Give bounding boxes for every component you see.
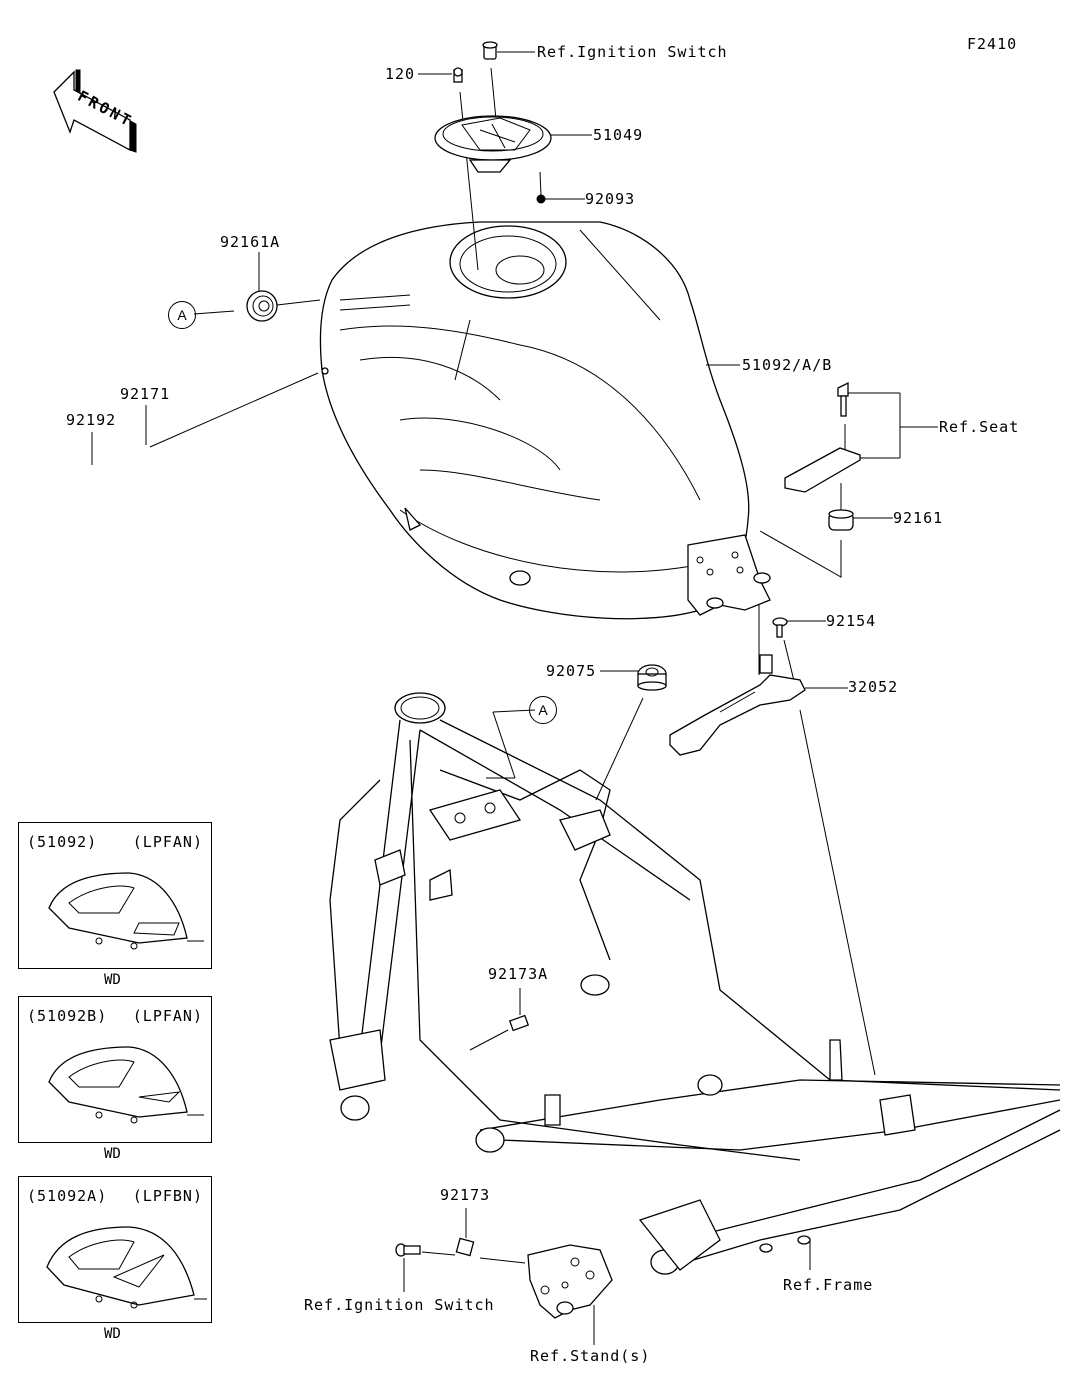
part-92161-label[interactable]: 92161 — [893, 509, 944, 527]
bracket-32052 — [669, 654, 876, 1076]
ref-frame-label[interactable]: Ref.Frame — [783, 1276, 874, 1294]
part-92093-label[interactable]: 92093 — [585, 190, 636, 208]
fuel-tank-51092 — [319, 221, 771, 620]
part-92192-label[interactable]: 92192 — [66, 411, 117, 429]
collar-92173A — [469, 988, 530, 1051]
bolt-92154 — [758, 605, 826, 686]
part-92173A-label[interactable]: 92173A — [488, 965, 549, 983]
screw-120 — [418, 67, 479, 271]
part-120-label[interactable]: 120 — [385, 65, 416, 83]
grommet-92161A — [193, 252, 321, 322]
inset-part-number: (51092A) — [27, 1187, 108, 1205]
part-51092-a-b-label[interactable]: 51092/A/B — [742, 356, 833, 374]
ignition-switch-bolt-bottom — [395, 1243, 421, 1292]
ref-seat-label[interactable]: Ref.Seat — [939, 418, 1020, 436]
damper-92161 — [759, 509, 893, 578]
frame-ref — [329, 692, 1061, 1275]
tank-variant-graphic — [48, 1046, 204, 1124]
ref-ignition-switch-top-label[interactable]: Ref.Ignition Switch — [537, 43, 728, 61]
inset-variant-code: (LPFAN) — [132, 833, 203, 851]
variant-inset-51092B: (51092B) (LPFAN) — [18, 996, 212, 1143]
damper-92075 — [595, 664, 667, 801]
tank-variant-graphic — [48, 872, 204, 950]
front-direction-arrow-icon — [53, 69, 137, 153]
part-92173-label[interactable]: 92173 — [440, 1186, 491, 1204]
ref-stands-label[interactable]: Ref.Stand(s) — [530, 1347, 651, 1365]
inset-part-number: (51092) — [27, 833, 98, 851]
variant-inset-51092A: (51092A) (LPFBN) — [18, 1176, 212, 1323]
clamp-92171 — [145, 367, 329, 448]
part-92161A-label[interactable]: 92161A — [220, 233, 281, 251]
inset-variant-code: (LPFAN) — [132, 1007, 203, 1025]
nut-92093 — [536, 171, 585, 204]
part-92154-label[interactable]: 92154 — [826, 612, 877, 630]
inset-variant-code: (LPFBN) — [132, 1187, 203, 1205]
inset-color-code: WD — [104, 1326, 121, 1342]
inset-part-number: (51092B) — [27, 1007, 108, 1025]
reference-mark-a-frame: A — [529, 696, 557, 724]
breather-hose-92192 — [69, 432, 325, 1051]
variant-inset-51092: (51092) (LPFAN) — [18, 822, 212, 969]
ref-ignition-switch-bottom-label[interactable]: Ref.Ignition Switch — [304, 1296, 495, 1314]
part-92075-label[interactable]: 92075 — [546, 662, 597, 680]
ignition-switch-cap-top — [482, 41, 535, 141]
part-92171-label[interactable]: 92171 — [120, 385, 171, 403]
fuel-cap-51049 — [434, 115, 592, 173]
inset-color-code: WD — [104, 972, 121, 988]
seat-bracket-ref — [784, 381, 938, 510]
figure-id: F2410 — [967, 35, 1018, 53]
stand-bracket-ref — [527, 1244, 613, 1345]
tank-variant-graphic — [46, 1226, 207, 1309]
part-51049-label[interactable]: 51049 — [593, 126, 644, 144]
reference-mark-a-left: A — [168, 301, 196, 329]
inset-color-code: WD — [104, 1146, 121, 1162]
part-32052-label[interactable]: 32052 — [848, 678, 899, 696]
collar-92173 — [421, 1208, 526, 1264]
